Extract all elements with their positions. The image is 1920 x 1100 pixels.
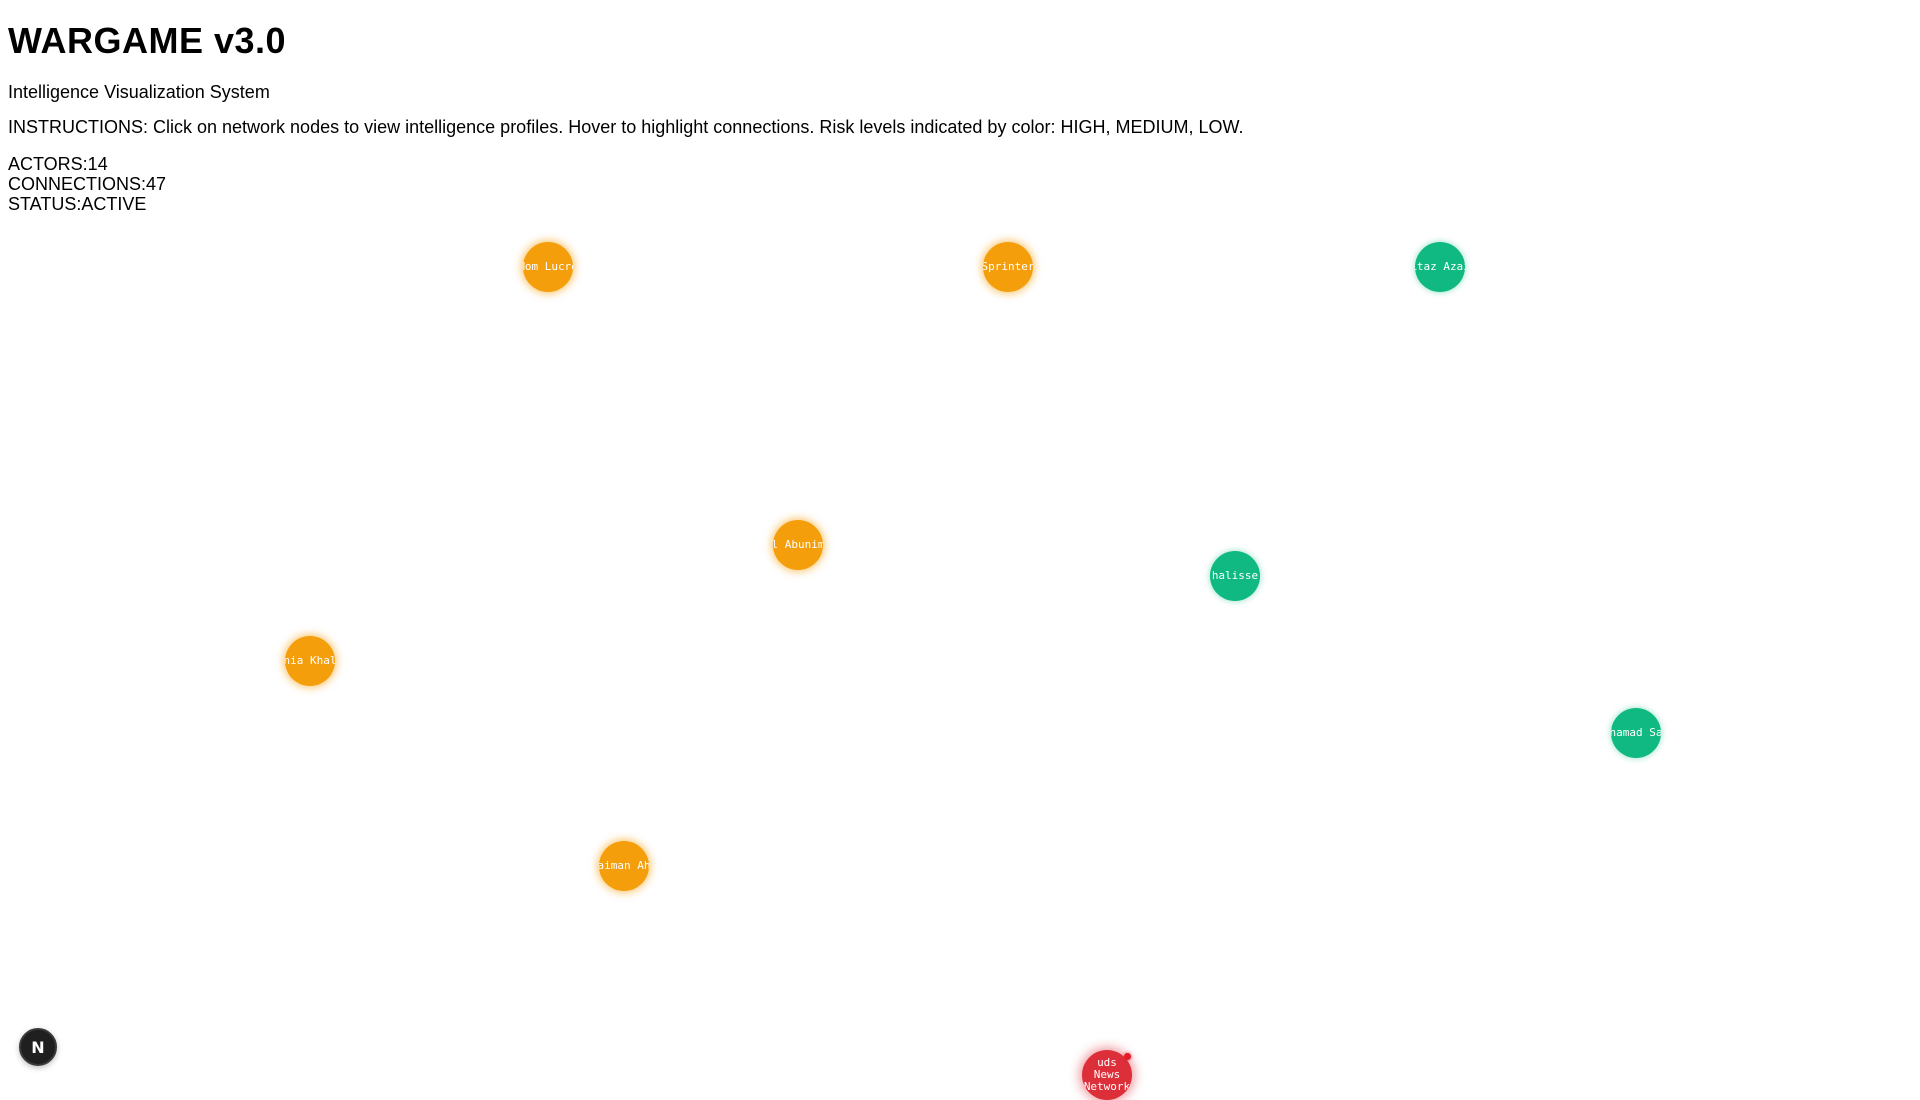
node-label: Ltaz Azai (1415, 260, 1465, 273)
connections-count: CONNECTIONS:47 (8, 174, 167, 194)
network-node[interactable]: aiman Ah (599, 841, 649, 891)
node-label: l Abunim (773, 538, 823, 551)
network-node[interactable]: Sprinter (983, 242, 1033, 292)
network-node[interactable]: hamad Sa (1611, 708, 1661, 758)
network-node[interactable]: Ltaz Azai (1415, 242, 1465, 292)
node-label: halisse (1211, 569, 1259, 582)
page-title: WARGAME v3.0 (8, 20, 287, 61)
actors-count: ACTORS:14 (8, 154, 108, 174)
node-label: nia Khal (285, 654, 335, 667)
network-node[interactable]: nia Khal (285, 636, 335, 686)
stats-panel: ACTORS:14 CONNECTIONS:47 STATUS:ACTIVE (8, 154, 166, 214)
node-label: aiman Ah (599, 859, 649, 872)
network-node[interactable]: Mom Lucre (523, 242, 573, 292)
dev-tools-button[interactable]: N (19, 1028, 57, 1066)
network-node[interactable]: halisse (1210, 551, 1260, 601)
status-indicator: STATUS:ACTIVE (8, 194, 147, 214)
instructions-text: INSTRUCTIONS: Click on network nodes to … (8, 117, 1244, 137)
page-subtitle: Intelligence Visualization System (8, 82, 270, 102)
alert-indicator (1124, 1053, 1131, 1060)
page-header: WARGAME v3.0 Intelligence Visualization … (8, 0, 1908, 214)
node-label: Sprinter (983, 260, 1033, 273)
node-label: uds News Network (1083, 1056, 1131, 1093)
node-label: hamad Sa (1611, 726, 1661, 739)
node-label: Mom Lucre (523, 260, 573, 273)
dev-tools-label: N (31, 1037, 45, 1057)
network-node[interactable]: l Abunim (773, 520, 823, 570)
